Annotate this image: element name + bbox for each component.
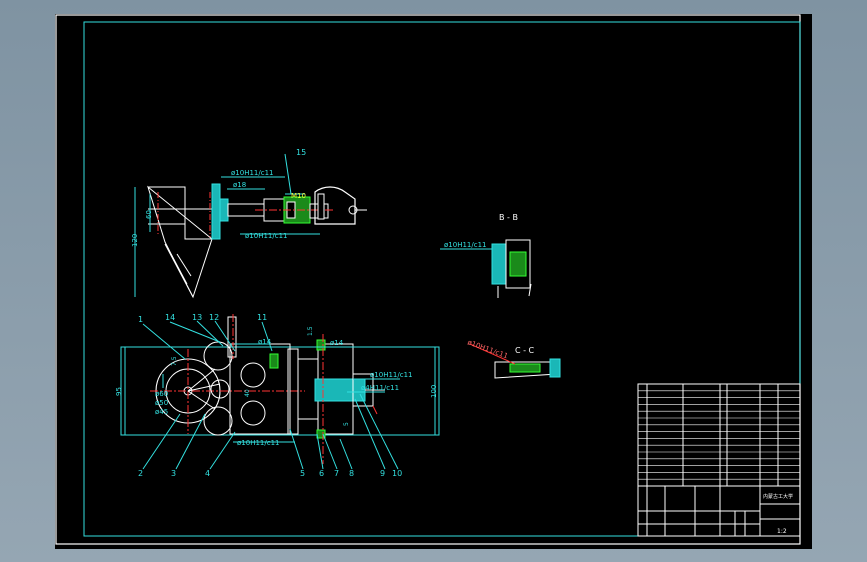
dim-7-5: 7.5 (171, 356, 178, 366)
section-bb (440, 239, 532, 298)
section-cc-label: C - C (515, 346, 535, 355)
dim-d14-a: ø14 (258, 338, 272, 346)
balloon-3: 3 (171, 469, 176, 478)
dim-plan-right-h11: ø10H11/c11 (370, 371, 412, 379)
balloon-8: 8 (349, 469, 354, 478)
dim-40: 40 (244, 389, 251, 397)
dim-1-5: 1.5 (307, 326, 314, 336)
plan-view (120, 314, 440, 470)
title-block (637, 383, 801, 537)
drawing-canvas: ø10H11/c11 ø18 M10 ø10H11/c11 60 120 15 … (55, 14, 801, 545)
balloon-15: 15 (296, 148, 306, 157)
dim-m10: M10 (291, 192, 306, 200)
balloon-6: 6 (319, 469, 324, 478)
dim-top-h11: ø10H11/c11 (231, 169, 273, 177)
dim-d4h11: ø4H11/c11 (361, 384, 399, 392)
dim-plan-bottom-h11: ø10H11/c11 (237, 439, 279, 447)
balloon-4: 4 (205, 469, 210, 478)
dim-bb-h11: ø10H11/c11 (444, 241, 486, 249)
balloon-1: 1 (138, 315, 143, 324)
dim-d18: ø18 (233, 181, 246, 189)
balloon-5: 5 (300, 469, 305, 478)
dim-100: 100 (430, 385, 438, 398)
title-scale: 1:2 (777, 528, 787, 535)
balloon-14: 14 (165, 313, 175, 322)
title-school: 内蒙古工大学 (763, 493, 793, 500)
dim-d50: ø50 (155, 399, 168, 407)
inner-frame (83, 21, 801, 537)
balloon-10: 10 (392, 469, 402, 478)
top-view (134, 153, 367, 299)
dim-d60: ø60 (155, 390, 168, 398)
balloon-7: 7 (334, 469, 339, 478)
dim-d45: ø45 (155, 408, 168, 416)
balloon-11: 11 (257, 313, 267, 322)
balloon-12: 12 (209, 313, 219, 322)
dim-95: 95 (115, 387, 123, 396)
dim-60: 60 (145, 210, 153, 219)
drawing-sheet: ø10H11/c11 ø18 M10 ø10H11/c11 60 120 15 … (55, 14, 812, 549)
outer-frame (55, 14, 801, 545)
dim-cc-h11: ø10H11/c11 (466, 338, 509, 360)
section-bb-label: B - B (499, 213, 518, 222)
balloon-9: 9 (380, 469, 385, 478)
balloon-13: 13 (192, 313, 202, 322)
section-cc (469, 343, 561, 379)
dim-5: 5 (343, 422, 350, 426)
dim-mid-h11: ø10H11/c11 (245, 232, 287, 240)
dim-120: 120 (131, 234, 139, 247)
balloon-2: 2 (138, 469, 143, 478)
dim-d14-b: ø14 (330, 339, 344, 347)
